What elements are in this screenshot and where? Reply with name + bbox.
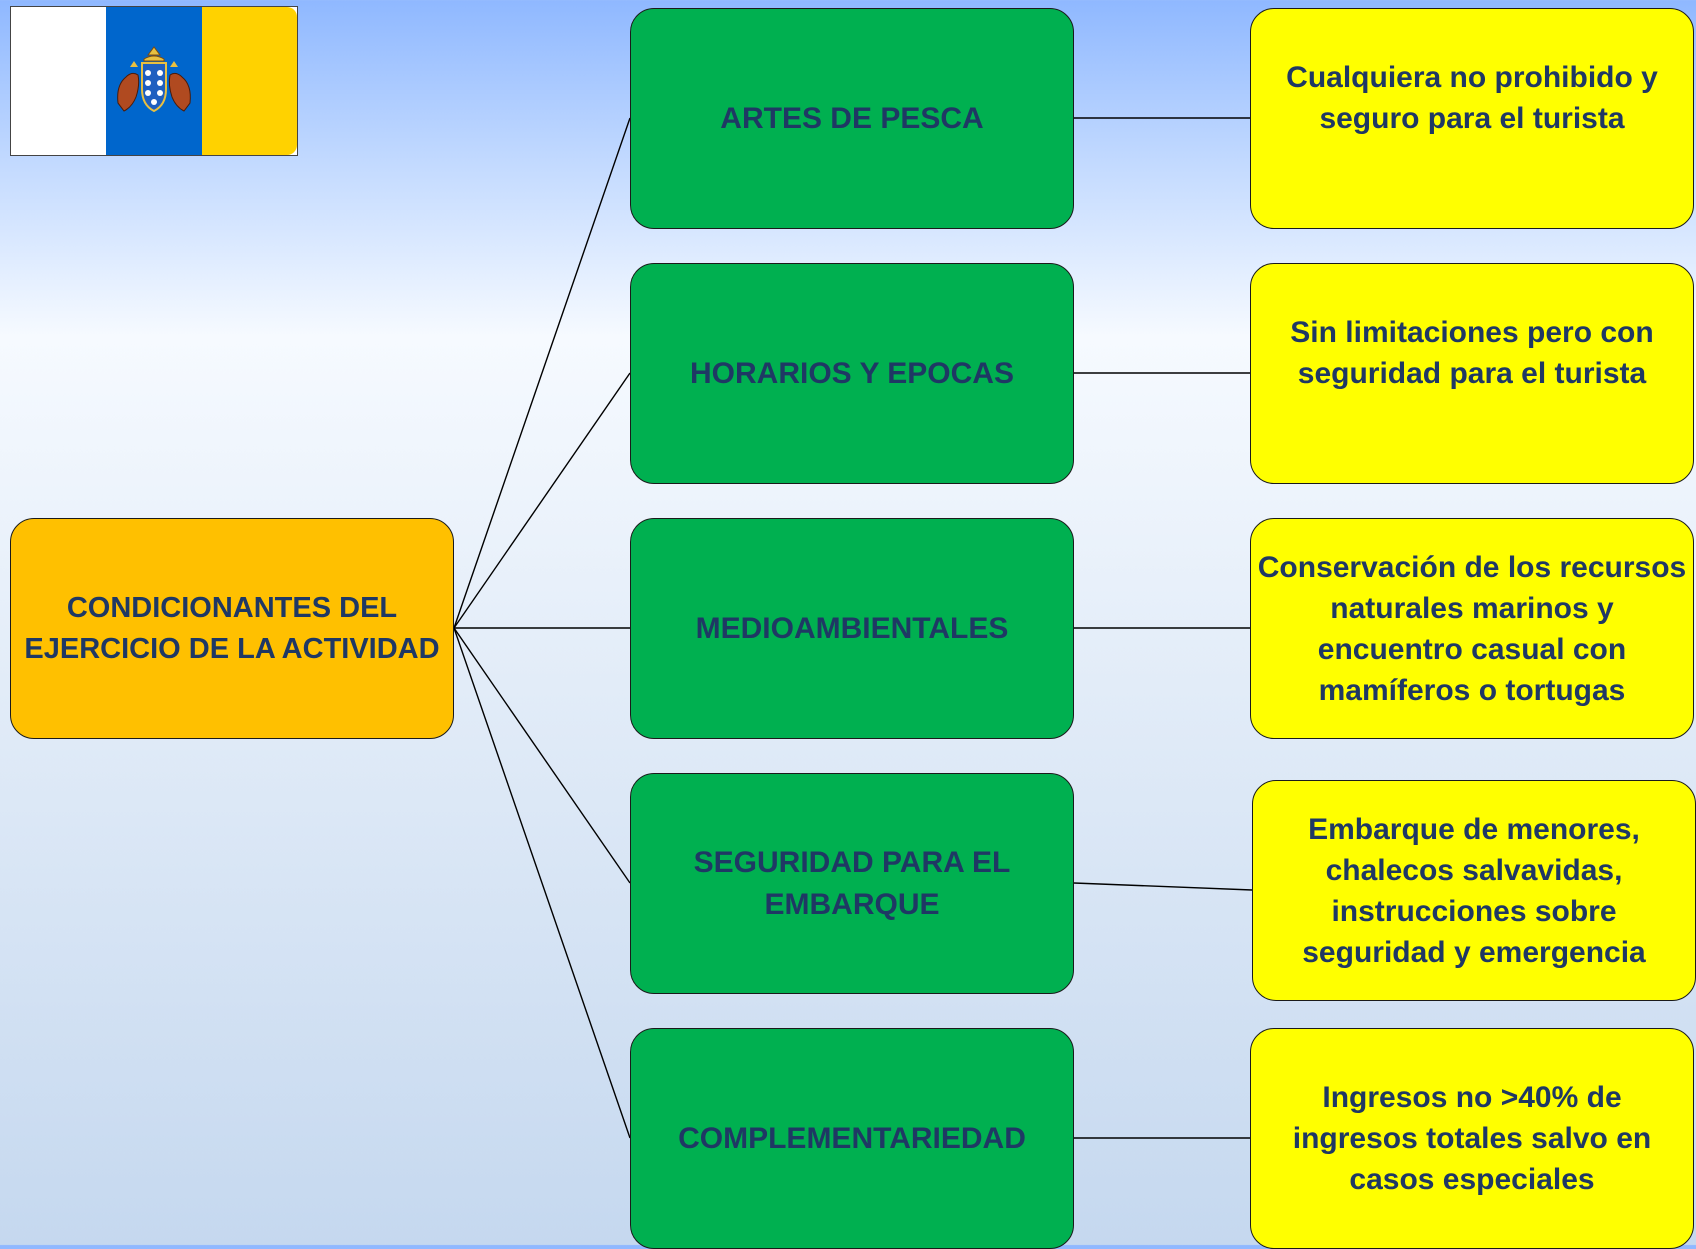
category-label: MEDIOAMBIENTALES bbox=[695, 611, 1009, 645]
connector-root-to-seguridad bbox=[453, 627, 631, 884]
category-horarios-y-epocas: HORARIOS Y EPOCAS bbox=[630, 263, 1074, 484]
canary-islands-flag-icon bbox=[10, 6, 298, 156]
connector-root-to-horarios-y-epocas bbox=[453, 372, 631, 629]
category-label: HORARIOS Y EPOCAS bbox=[690, 356, 1014, 390]
coat-of-arms-icon bbox=[117, 46, 192, 113]
description-seguridad-para-el-embarque: Embarque de menores, chalecos salvavidas… bbox=[1252, 780, 1696, 1001]
category-label: COMPLEMENTARIEDAD bbox=[678, 1121, 1026, 1155]
description-text: Ingresos no >40% de ingresos totales sal… bbox=[1292, 1081, 1652, 1196]
description-artes-de-pesca: Cualquiera no prohibido y seguro para el… bbox=[1250, 8, 1694, 229]
connector-root-to-artes-de-pesca bbox=[453, 117, 631, 629]
category-label: ARTES DE PESCA bbox=[720, 101, 984, 135]
category-artes-de-pesca: ARTES DE PESCA bbox=[630, 8, 1074, 229]
connector-seguridad-to-desc bbox=[1073, 882, 1253, 891]
category-medioambientales: MEDIOAMBIENTALES bbox=[630, 518, 1074, 739]
description-text: Embarque de menores, chalecos salvavidas… bbox=[1302, 812, 1646, 969]
description-text: Sin limitaciones pero con seguridad para… bbox=[1290, 315, 1654, 390]
root-node-label: CONDICIONANTES DEL EJERCICIO DE LA ACTIV… bbox=[24, 591, 440, 665]
connector-root-to-complementariedad bbox=[453, 627, 631, 1139]
flag-blue-stripe bbox=[106, 7, 202, 155]
description-horarios-y-epocas: Sin limitaciones pero con seguridad para… bbox=[1250, 263, 1694, 484]
category-complementariedad: COMPLEMENTARIEDAD bbox=[630, 1028, 1074, 1249]
description-text: Conservación de los recursos naturales m… bbox=[1257, 550, 1687, 707]
category-label: SEGURIDAD PARA EL EMBARQUE bbox=[693, 845, 1011, 921]
flag-yellow-stripe bbox=[201, 7, 297, 155]
category-seguridad-para-el-embarque: SEGURIDAD PARA EL EMBARQUE bbox=[630, 773, 1074, 994]
flag-white-stripe bbox=[11, 7, 107, 155]
root-node: CONDICIONANTES DEL EJERCICIO DE LA ACTIV… bbox=[10, 518, 454, 739]
description-medioambientales: Conservación de los recursos naturales m… bbox=[1250, 518, 1694, 739]
description-complementariedad: Ingresos no >40% de ingresos totales sal… bbox=[1250, 1028, 1694, 1249]
description-text: Cualquiera no prohibido y seguro para el… bbox=[1286, 60, 1658, 135]
